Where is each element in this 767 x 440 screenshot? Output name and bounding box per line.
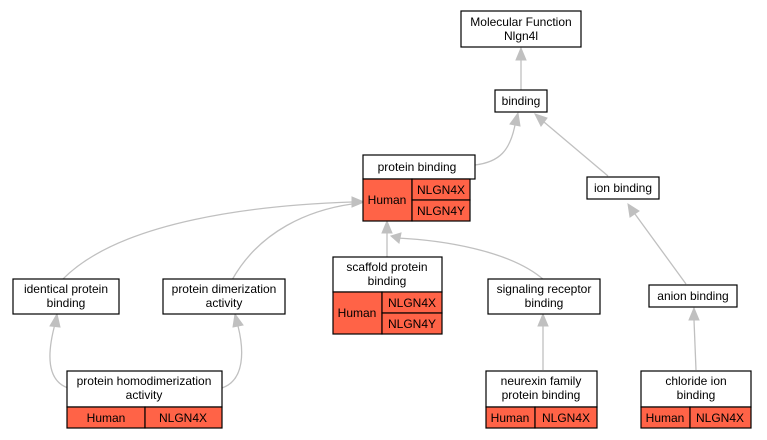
node-neurexin-line2: protein binding [502, 388, 581, 402]
node-protein-binding[interactable]: protein binding Human NLGN4X NLGN4Y [362, 154, 476, 222]
edge-arrowhead [534, 113, 548, 127]
node-ion-binding-label: ion binding [594, 181, 652, 195]
species-label: Human [368, 193, 407, 207]
edge-homodimer-to-identical [49, 323, 69, 389]
edge-chloride-to-anion [693, 319, 697, 371]
edge-arrowhead [389, 232, 402, 244]
node-protein-binding-label: protein binding [378, 160, 457, 174]
gene-label: NLGN4X [696, 411, 744, 425]
node-signaling-line1: signaling receptor [497, 282, 592, 296]
gene-label: NLGN4X [388, 296, 436, 310]
gene-label: NLGN4Y [388, 317, 436, 331]
edge-arrowhead [537, 312, 549, 327]
gene-label: NLGN4X [542, 411, 590, 425]
node-scaffold-line2: binding [368, 274, 407, 288]
node-chloride-ion-binding[interactable]: chloride ion binding Human NLGN4X [640, 370, 752, 429]
edge-dimerization-to-protein-binding [231, 203, 353, 281]
species-label: Human [338, 306, 377, 320]
node-chloride-line1: chloride ion [665, 374, 726, 388]
node-identical-protein-binding[interactable]: identical protein binding [12, 278, 120, 315]
edge-arrowhead [49, 312, 61, 328]
node-dimerization-line2: activity [206, 296, 243, 310]
node-identical-line2: binding [47, 296, 86, 310]
node-chloride-line2: binding [677, 388, 716, 402]
edge-arrowhead [232, 312, 244, 328]
gene-cell [689, 406, 752, 429]
node-scaffold-protein-binding[interactable]: scaffold protein binding Human NLGN4X NL… [332, 256, 443, 335]
node-homodimer-line2: activity [126, 388, 163, 402]
node-binding-label: binding [502, 94, 541, 108]
node-scaffold-line1: scaffold protein [346, 260, 427, 274]
gene-cell [534, 406, 598, 429]
node-protein-dimerization-activity[interactable]: protein dimerization activity [162, 278, 286, 315]
gene-label: NLGN4X [159, 411, 207, 425]
species-label: Human [87, 411, 126, 425]
node-signaling-receptor-binding[interactable]: signaling receptor binding [487, 278, 601, 315]
gene-cell [381, 312, 443, 335]
species-label: Human [646, 411, 685, 425]
edge-arrowhead [627, 202, 640, 218]
edge-identical-to-protein-binding [61, 201, 353, 281]
node-neurexin-family-protein-binding[interactable]: neurexin family protein binding Human NL… [485, 370, 598, 429]
edges [49, 46, 700, 389]
node-molecular-function-root[interactable]: Molecular Function Nlgn4l [460, 10, 582, 48]
node-root-line1: Molecular Function [470, 15, 571, 29]
edge-anion-to-ion-binding [634, 213, 687, 285]
node-homodimer-line1: protein homodimerization [77, 374, 212, 388]
edge-arrowhead [381, 219, 393, 234]
edge-arrowhead [688, 306, 700, 321]
node-binding[interactable]: binding [494, 89, 548, 113]
node-anion-binding[interactable]: anion binding [648, 284, 738, 308]
node-dimerization-line1: protein dimerization [172, 282, 277, 296]
gene-cell [411, 199, 471, 222]
node-identical-line1: identical protein [24, 282, 108, 296]
edge-homodimer-to-dimerization [221, 325, 243, 389]
node-ion-binding[interactable]: ion binding [586, 176, 660, 200]
edge-protein-binding-to-binding [474, 124, 516, 166]
edge-arrowhead [509, 111, 521, 127]
node-neurexin-line1: neurexin family [501, 374, 582, 388]
node-anion-binding-label: anion binding [657, 289, 728, 303]
node-protein-homodimerization-activity[interactable]: protein homodimerization activity Human … [66, 370, 223, 429]
edge-arrowhead [515, 46, 527, 61]
gene-label: NLGN4Y [417, 204, 465, 218]
node-root-line2: Nlgn4l [504, 29, 538, 43]
gene-cell [144, 406, 223, 429]
species-label: Human [491, 411, 530, 425]
gene-label: NLGN4X [417, 183, 465, 197]
edge-ion-binding-to-binding [543, 121, 609, 177]
node-signaling-line2: binding [525, 296, 564, 310]
edge-arrowhead [351, 196, 366, 208]
edge-signaling-to-protein-binding [396, 237, 545, 281]
